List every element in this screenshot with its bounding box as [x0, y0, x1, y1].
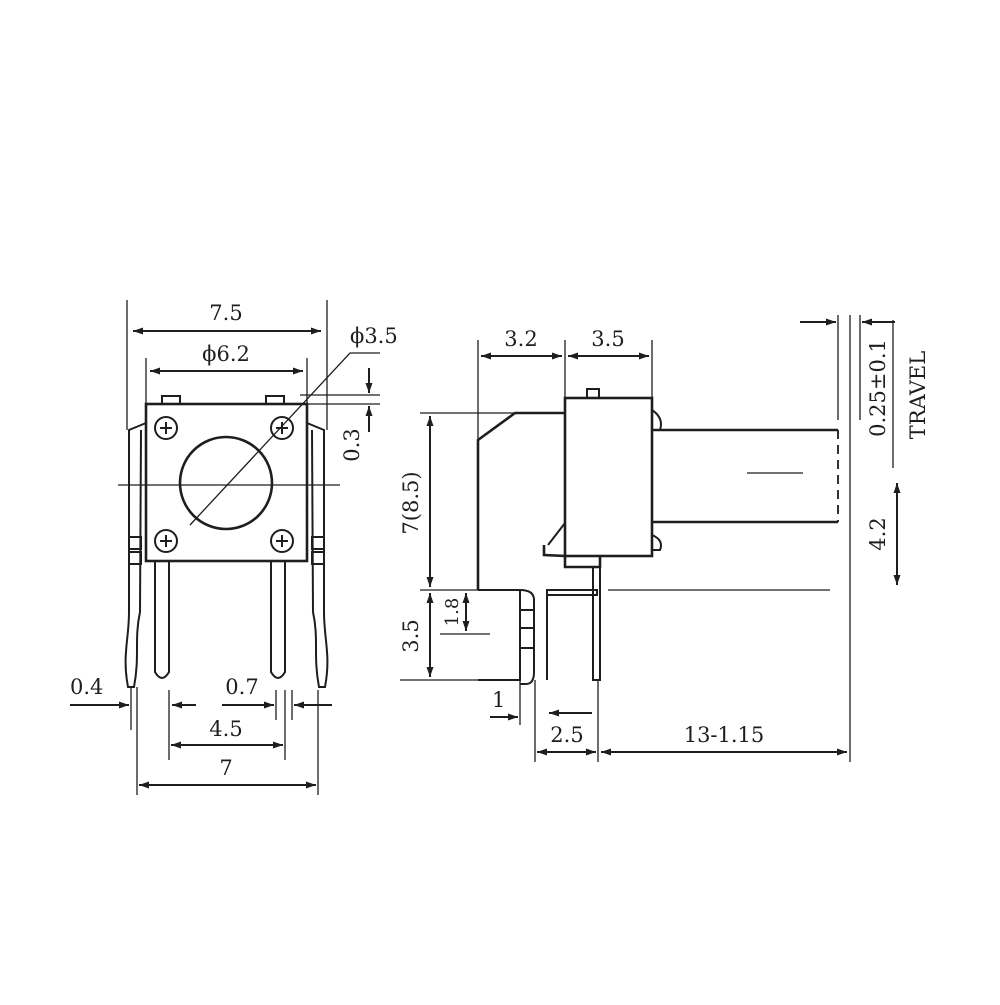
- rear-housing-edge: [547, 522, 566, 546]
- actuator-circle: [178, 435, 274, 531]
- pin-base: [546, 589, 598, 596]
- lead-block-face: [519, 589, 535, 685]
- dim-stem-height: 4.2: [866, 517, 890, 550]
- dim-standoff: 1.8: [442, 598, 463, 627]
- switch-body-front: [144, 402, 309, 563]
- lead-block: [478, 589, 521, 681]
- dim-body-depth: 3.5: [591, 327, 624, 351]
- dim-pin-span: 7: [219, 756, 232, 780]
- dim-pin-width: 0.7: [225, 675, 258, 699]
- dim-stem-length: 13-1.15: [684, 723, 765, 747]
- corner-screw-tr: [270, 416, 294, 440]
- bracket: [542, 545, 602, 569]
- side-leg-left: [124, 422, 147, 688]
- dim-pin-spacing: 4.5: [209, 717, 242, 741]
- corner-screw-bl: [154, 529, 178, 553]
- leader-hole: [189, 352, 380, 526]
- terminal-pin-right: [270, 561, 286, 679]
- dim-travel: 0.25±0.1: [866, 339, 890, 437]
- dim-pin-offset: 2.5: [550, 723, 583, 747]
- front-view: 7.5 ϕ6.2 ϕ3.5 0.3 0.4 0.7 4.5 7: [70, 300, 398, 795]
- top-tab-right: [265, 395, 285, 405]
- side-nub-top: [651, 409, 662, 431]
- side-leg-right: [306, 422, 329, 688]
- dim-height: 7(8.5): [399, 471, 423, 534]
- side-view: 3.2 3.5 7(8.5) 1.8 3.5 1 2.5 13-1.15 0.2…: [399, 315, 930, 762]
- dim-lead-width: 0.4: [70, 675, 103, 699]
- dim-foot: 1: [492, 688, 505, 712]
- dim-body-width: 7.5: [209, 301, 242, 325]
- top-tab-left: [161, 395, 181, 405]
- dim-hole-diameter: ϕ3.5: [350, 324, 398, 348]
- switch-body-side: [563, 396, 654, 558]
- side-top-tab: [586, 388, 600, 399]
- corner-screw-tl: [154, 416, 178, 440]
- terminal-pin-left: [154, 561, 170, 679]
- travel-label: TRAVEL: [906, 351, 930, 439]
- dim-rear-depth: 3.2: [504, 327, 537, 351]
- side-nub-bottom: [651, 534, 662, 551]
- rear-housing: [476, 411, 565, 590]
- corner-screw-br: [270, 529, 294, 553]
- dim-lead-length: 3.5: [399, 619, 423, 652]
- dim-top-offset: 0.3: [340, 428, 364, 461]
- vertical-pin: [592, 567, 601, 681]
- dim-actuator-diameter: ϕ6.2: [202, 342, 250, 366]
